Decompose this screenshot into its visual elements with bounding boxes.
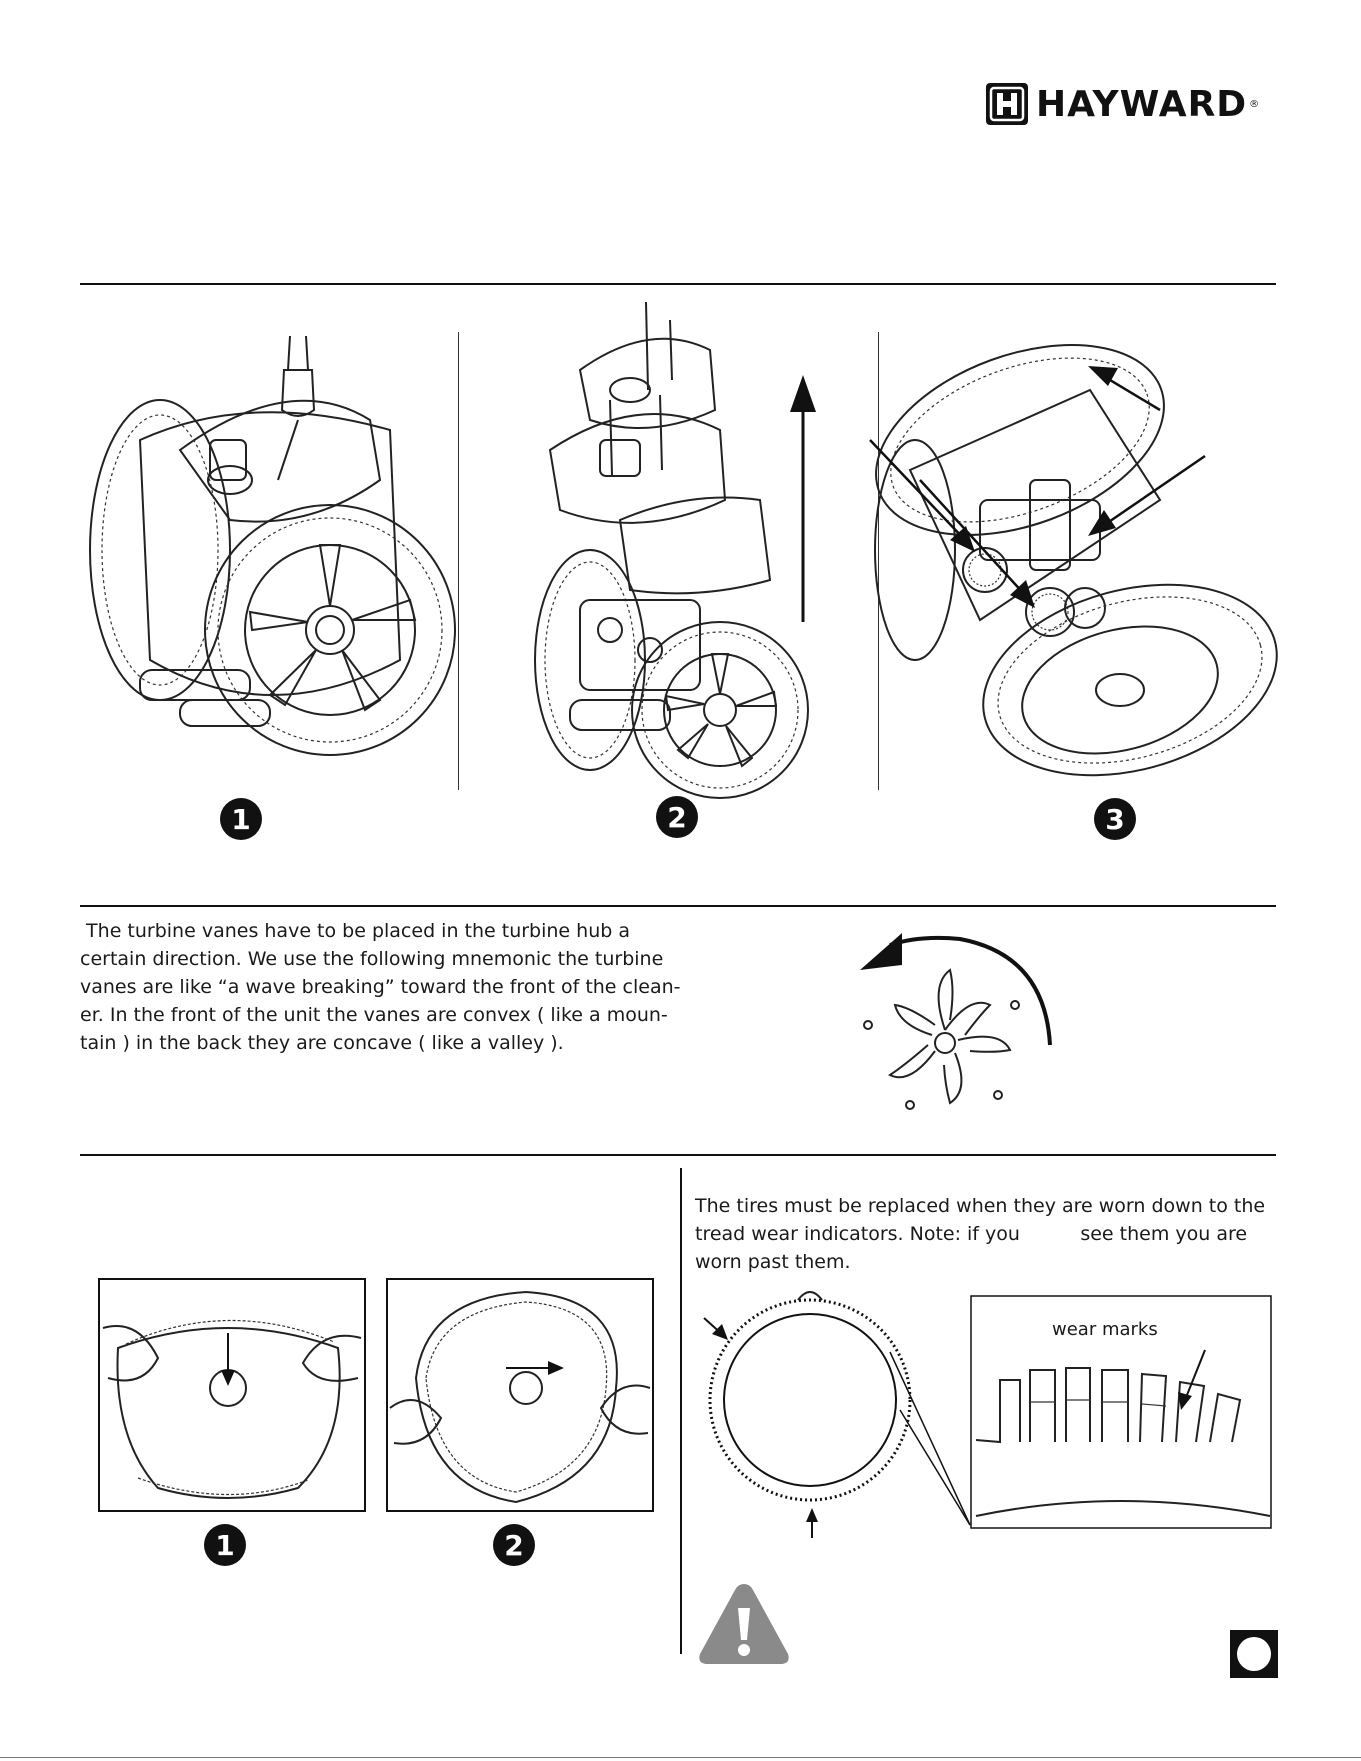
top-rule: [80, 283, 1276, 285]
tire-line: The tires must be replaced when they are…: [695, 1195, 1266, 1217]
divider-2: [878, 332, 879, 790]
turbine-line: The turbine vanes have to be placed in t…: [80, 920, 630, 942]
circle-icon: [1237, 1637, 1271, 1671]
turbine-instructions: The turbine vanes have to be placed in t…: [80, 917, 681, 1057]
cleaner-gears-illustration: [869, 344, 1278, 777]
tire-step-2-badge: 2: [493, 1524, 535, 1566]
step-2-badge: 2: [656, 796, 698, 838]
wear-marks-label: wear marks: [1052, 1319, 1158, 1340]
page-edge: [0, 1757, 1361, 1758]
step-3-badge: 3: [1094, 798, 1136, 840]
divider-1: [458, 332, 459, 790]
tire-line: tread wear indicators. Note: if you see …: [695, 1223, 1248, 1245]
tire-instructions: The tires must be replaced when they are…: [695, 1192, 1265, 1276]
page-marker: [1230, 1630, 1278, 1678]
step-1-badge: 1: [220, 798, 262, 840]
tire-removal-step-2-illustration: [386, 1278, 654, 1512]
turbine-vanes-diagram: [860, 933, 1052, 1110]
tire-wear-diagram: [703, 1291, 1272, 1538]
hayward-logo: HAYWARD ®: [986, 80, 1259, 128]
turbine-line: vanes are like “a wave breaking” toward …: [80, 976, 681, 998]
tire-line: worn past them.: [695, 1251, 851, 1273]
middle-rule: [80, 905, 1276, 907]
turbine-line: certain direction. We use the following …: [80, 948, 664, 970]
turbine-line: er. In the front of the unit the vanes a…: [80, 1004, 668, 1026]
turbine-line: tain ) in the back they are concave ( li…: [80, 1032, 564, 1054]
bottom-rule: [80, 1154, 1276, 1156]
cleaner-screwdriver-illustration: [89, 335, 456, 756]
warning-triangle-icon: [699, 1584, 789, 1664]
tire-step-1-badge: 1: [204, 1524, 246, 1566]
brand-name: HAYWARD: [1036, 83, 1248, 125]
tire-removal-step-1-illustration: [98, 1278, 366, 1512]
divider-3: [680, 1168, 682, 1654]
cleaner-exploded-illustration: [534, 301, 816, 799]
registered-mark: ®: [1249, 98, 1260, 110]
hayward-h-icon: [986, 83, 1028, 125]
